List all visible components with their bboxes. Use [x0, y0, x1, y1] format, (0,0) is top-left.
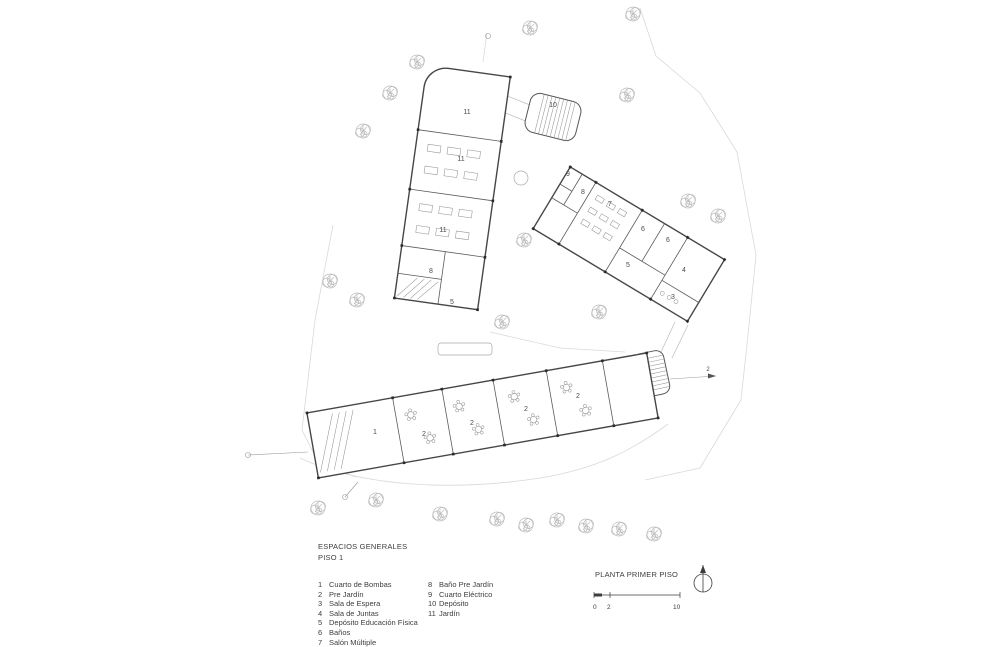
- room-label: 4: [682, 267, 686, 274]
- scale-bar-graphic: [593, 592, 681, 598]
- room-label: 3: [671, 294, 675, 301]
- room-label: 11: [439, 227, 446, 234]
- tree-icon: [646, 526, 662, 542]
- room-label: 2: [576, 393, 580, 400]
- columns: [531, 165, 727, 324]
- scale-tick-10: 10: [673, 604, 681, 611]
- tree-icon: [489, 511, 505, 527]
- columns: [392, 75, 512, 312]
- furniture-tables: [580, 194, 679, 304]
- tree-icon: [355, 123, 371, 139]
- room-label: 9: [566, 171, 570, 178]
- room-label: 5: [450, 299, 454, 306]
- tree-icon: [516, 232, 532, 248]
- building-bottom-wing: [305, 351, 660, 480]
- scale-tick-0: 0: [593, 604, 597, 611]
- north-arrow-icon: [690, 561, 716, 602]
- room-label: 5: [626, 262, 630, 269]
- tree-icon: [432, 506, 448, 522]
- plan-title: PLANTA PRIMER PISO: [595, 570, 679, 579]
- scale-bar: 0 2 10: [593, 586, 683, 613]
- tree-icon: [310, 500, 326, 516]
- tree-icon: [522, 20, 538, 36]
- tree-icon: [322, 273, 338, 289]
- room-label: 1: [373, 429, 377, 436]
- room-label: 2: [524, 406, 528, 413]
- furniture-tables: [415, 143, 481, 241]
- room-label: 2: [470, 420, 474, 427]
- tree-icon: [680, 193, 696, 209]
- scale-tick-2: 2: [607, 604, 611, 611]
- room-label: 11: [463, 109, 470, 116]
- section-cut-label: 2: [706, 367, 710, 373]
- section-arrow-icon: [708, 373, 716, 379]
- room-label: 8: [429, 268, 433, 275]
- stair-treads: [534, 94, 576, 141]
- room-label: 7: [608, 201, 612, 208]
- tree-icon: [591, 304, 607, 320]
- tree-icon: [578, 518, 594, 534]
- tree-icon: [518, 517, 534, 533]
- drawing-title: ESPACIOS GENERALES: [318, 542, 408, 551]
- tree-icon: [611, 521, 627, 537]
- tree-icon: [349, 292, 365, 308]
- tree-icon: [619, 87, 635, 103]
- stair-block-top: [524, 92, 582, 142]
- room-label: 11: [457, 156, 464, 163]
- room-label: 6: [666, 237, 670, 244]
- ramp-hatch: [396, 277, 439, 300]
- room-label: 8: [581, 189, 585, 196]
- ramp-hatch: [320, 409, 354, 473]
- tree-icon: [625, 6, 641, 22]
- room-label: 6: [641, 226, 645, 233]
- tree-icon: [368, 492, 384, 508]
- building-right-wing: [531, 165, 727, 324]
- section-markers: [245, 33, 717, 500]
- tree-icon: [409, 54, 425, 70]
- building-jardin-wing: [392, 67, 512, 312]
- tree-icon: [382, 85, 398, 101]
- courtyard: [437, 94, 689, 359]
- tree-icon: [494, 314, 510, 330]
- room-label: 10: [549, 102, 557, 109]
- columns: [305, 351, 660, 480]
- drawing-subtitle: PISO 1: [318, 553, 344, 562]
- tree-icon: [549, 512, 565, 528]
- tree-icon: [710, 208, 726, 224]
- room-labels: 11 11 11 8 5 10 9 8 7 6 6 5 4 3 1 2 2 2 …: [373, 102, 710, 438]
- room-label: 2: [422, 431, 426, 438]
